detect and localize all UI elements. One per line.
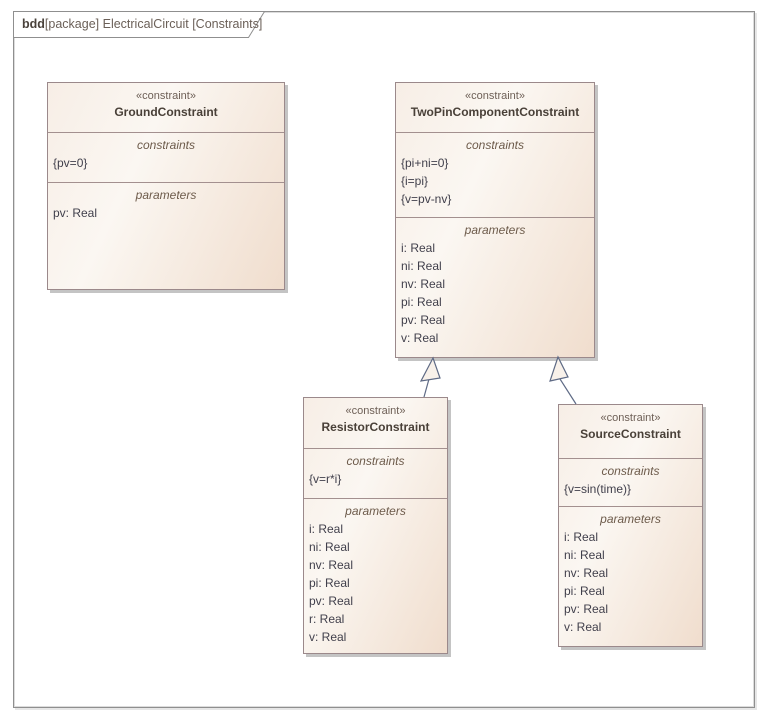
constraint-block-resistorconstraint[interactable]: «constraint» ResistorConstraint constrai… (303, 397, 448, 654)
compartment-label: parameters (600, 512, 661, 526)
compartment-item: i: Real (564, 530, 599, 544)
frame-tab-title: [package] ElectricalCircuit [Constraints… (44, 17, 263, 31)
compartment-item: ni: Real (309, 540, 350, 554)
frame-tab-shape (13, 11, 266, 38)
block-header: «constraint» GroundConstraint (48, 83, 284, 132)
frame-tab (13, 11, 266, 38)
compartment-item: v: Real (309, 630, 347, 644)
compartment-item: nv: Real (401, 277, 446, 291)
compartment-item: pi: Real (564, 584, 605, 598)
stereotype-label: «constraint» (136, 90, 196, 102)
compartment-item: nv: Real (309, 558, 354, 572)
frame-tab-label: bdd[package] ElectricalCircuit [Constrai… (22, 13, 262, 36)
compartment-label: constraints (601, 464, 660, 478)
parameters-compartment: parameters pv: Real (48, 182, 284, 289)
compartment-item: pv: Real (401, 313, 446, 327)
constraints-compartment: constraints {pi+ni=0} {i=pi} {v=pv-nv} (396, 132, 594, 217)
block-header: «constraint» SourceConstraint (559, 405, 702, 458)
compartment-item: ni: Real (401, 259, 442, 273)
compartment-item: {i=pi} (401, 174, 429, 188)
block-header: «constraint» ResistorConstraint (304, 398, 447, 448)
constraint-block-sourceconstraint[interactable]: «constraint» SourceConstraint constraint… (558, 404, 703, 647)
compartment-item: pv: Real (53, 206, 98, 220)
compartment-label: constraints (346, 454, 405, 468)
stereotype-label: «constraint» (465, 90, 525, 102)
constraints-compartment: constraints {v=r*i} (304, 448, 447, 498)
parameters-compartment: parameters i: Real ni: Real nv: Real pi: Re… (559, 506, 702, 646)
parameters-compartment: parameters i: Real ni: Real nv: Real pi: Re… (304, 498, 447, 653)
compartment-label: parameters (345, 504, 406, 518)
compartment-item: {v=r*i} (309, 472, 342, 486)
compartment-item: i: Real (401, 241, 436, 255)
compartment-item: pi: Real (401, 295, 442, 309)
compartment-label: constraints (465, 138, 525, 152)
compartment-item: {pv=0} (53, 156, 88, 170)
parameters-compartment: parameters i: Real ni: Real nv: Real pi: Re… (396, 217, 594, 357)
constraint-block-twopincomponentconstraint[interactable]: «constraint» TwoPinComponentConstraint c… (395, 82, 595, 358)
compartment-item: pi: Real (309, 576, 350, 590)
frame-tab-keyword: bdd (22, 17, 45, 31)
block-name: ResistorConstraint (321, 420, 430, 434)
compartment-item: r: Real (309, 612, 345, 626)
compartment-item: pv: Real (309, 594, 354, 608)
compartment-label: parameters (135, 188, 197, 202)
compartment-item: i: Real (309, 522, 344, 536)
compartment-item: {v=pv-nv} (401, 192, 452, 206)
compartment-item: {v=sin(time)} (564, 482, 632, 496)
stereotype-label: «constraint» (345, 405, 406, 417)
block-header: «constraint» TwoPinComponentConstraint (396, 83, 594, 132)
compartment-item: {pi+ni=0} (401, 156, 449, 170)
stereotype-label: «constraint» (600, 412, 661, 424)
compartment-item: v: Real (564, 620, 602, 634)
compartment-item: pv: Real (564, 602, 609, 616)
compartment-item: nv: Real (564, 566, 609, 580)
constraint-block-groundconstraint[interactable]: «constraint» GroundConstraint constraint… (47, 82, 285, 290)
compartment-label: parameters (464, 223, 526, 237)
block-name: SourceConstraint (580, 427, 681, 441)
block-name: TwoPinComponentConstraint (410, 105, 580, 119)
constraints-compartment: constraints {pv=0} (48, 132, 284, 182)
compartment-item: v: Real (401, 331, 439, 345)
compartment-item: ni: Real (564, 548, 605, 562)
compartment-label: constraints (136, 138, 196, 152)
constraints-compartment: constraints {v=sin(time)} (559, 458, 702, 506)
block-name: GroundConstraint (114, 105, 218, 119)
